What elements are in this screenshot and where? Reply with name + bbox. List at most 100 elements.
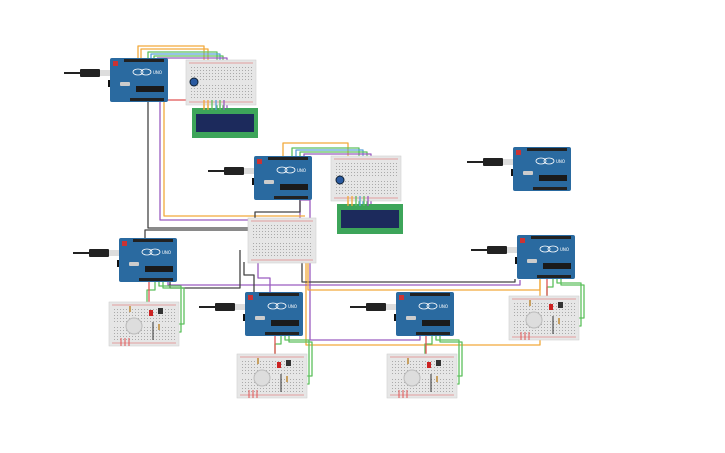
- breadboard-hole: [215, 91, 216, 92]
- breadboard-hole: [277, 231, 278, 232]
- breadboard-hole: [431, 367, 432, 368]
- breadboard-hole: [523, 327, 524, 328]
- breadboard-hole: [357, 187, 358, 188]
- breadboard[interactable]: [236, 353, 308, 399]
- breadboard-hole: [392, 367, 393, 368]
- breadboard-hole: [366, 187, 367, 188]
- potentiometer[interactable]: [189, 77, 199, 87]
- breadboard-hole: [520, 303, 521, 304]
- breadboard-hole: [215, 88, 216, 89]
- arduino-uno[interactable]: UNO: [208, 156, 312, 200]
- arduino-uno[interactable]: UNO: [73, 238, 177, 282]
- breadboard-hole: [144, 336, 145, 337]
- wire[interactable]: [144, 229, 250, 240]
- breadboard-hole: [200, 88, 201, 89]
- potentiometer[interactable]: [335, 175, 345, 185]
- wire[interactable]: [257, 262, 271, 292]
- breadboard-hole: [339, 166, 340, 167]
- breadboard-hole: [274, 234, 275, 235]
- breadboard-hole: [387, 175, 388, 176]
- breadboard-hole: [266, 367, 267, 368]
- arduino-uno[interactable]: UNO: [64, 58, 168, 102]
- breadboard-hole: [392, 385, 393, 386]
- breadboard-hole: [538, 312, 539, 313]
- breadboard-hole: [218, 67, 219, 68]
- breadboard-hole: [242, 385, 243, 386]
- wire[interactable]: [307, 250, 541, 291]
- breadboard-hole: [538, 306, 539, 307]
- breadboard-hole: [369, 172, 370, 173]
- arduino-uno[interactable]: UNO: [199, 292, 303, 336]
- breadboard-hole: [571, 330, 572, 331]
- breadboard-hole: [271, 225, 272, 226]
- lcd-16x2[interactable]: [192, 108, 258, 138]
- breadboard-hole: [260, 361, 261, 362]
- arduino-logo: [547, 245, 559, 253]
- breadboard-hole: [375, 184, 376, 185]
- breadboard-hole: [310, 234, 311, 235]
- breadboard-hole: [287, 373, 288, 374]
- breadboard-hole: [280, 237, 281, 238]
- breadboard-hole: [302, 361, 303, 362]
- breadboard-hole: [224, 67, 225, 68]
- breadboard-hole: [242, 373, 243, 374]
- breadboard-hole: [514, 324, 515, 325]
- breadboard[interactable]: [330, 155, 402, 202]
- breadboard-hole: [194, 88, 195, 89]
- wire[interactable]: [167, 280, 521, 286]
- wire[interactable]: [147, 102, 250, 229]
- usb-connector: [386, 304, 398, 310]
- wire[interactable]: [301, 262, 516, 283]
- breadboard-hole: [351, 163, 352, 164]
- breadboard[interactable]: [185, 59, 257, 106]
- breadboard-hole: [393, 175, 394, 176]
- breadboard-hole: [401, 388, 402, 389]
- piezo-buzzer: [253, 369, 271, 387]
- lcd-16x2[interactable]: [337, 204, 403, 234]
- atmega-chip: [539, 175, 567, 181]
- wire[interactable]: [243, 262, 255, 292]
- breadboard-hole: [384, 175, 385, 176]
- breadboard-hole: [452, 367, 453, 368]
- breadboard[interactable]: [247, 217, 317, 264]
- breadboard-hole: [336, 172, 337, 173]
- breadboard-hole: [547, 309, 548, 310]
- breadboard[interactable]: [108, 301, 180, 347]
- breadboard-hole: [248, 67, 249, 68]
- breadboard-hole: [387, 181, 388, 182]
- breadboard-hole: [372, 175, 373, 176]
- breadboard-hole: [425, 367, 426, 368]
- breadboard-hole: [378, 163, 379, 164]
- digital-header: [527, 148, 567, 151]
- digital-header: [531, 236, 571, 239]
- breadboard-hole: [392, 373, 393, 374]
- breadboard-hole: [197, 94, 198, 95]
- breadboard-hole: [307, 228, 308, 229]
- breadboard-hole: [559, 312, 560, 313]
- sensor: [558, 302, 563, 308]
- breadboard-hole: [565, 330, 566, 331]
- breadboard-hole: [209, 79, 210, 80]
- breadboard-hole: [428, 361, 429, 362]
- breadboard-hole: [197, 91, 198, 92]
- breadboard[interactable]: [386, 353, 458, 399]
- arduino-uno[interactable]: UNO: [350, 292, 454, 336]
- breadboard-hole: [123, 318, 124, 319]
- arduino-uno[interactable]: UNO: [467, 147, 571, 191]
- wire[interactable]: [169, 250, 241, 289]
- resistor: [436, 376, 438, 382]
- arduino-uno[interactable]: UNO: [471, 235, 575, 279]
- breadboard-hole: [428, 385, 429, 386]
- arduino-board: [245, 292, 303, 336]
- breadboard-hole: [396, 163, 397, 164]
- breadboard-hole: [398, 373, 399, 374]
- breadboard-hole: [174, 312, 175, 313]
- breadboard-hole: [404, 364, 405, 365]
- breadboard-hole: [568, 303, 569, 304]
- breadboard[interactable]: [508, 295, 580, 341]
- breadboard-hole: [248, 88, 249, 89]
- breadboard-hole: [156, 321, 157, 322]
- wire[interactable]: [163, 102, 305, 217]
